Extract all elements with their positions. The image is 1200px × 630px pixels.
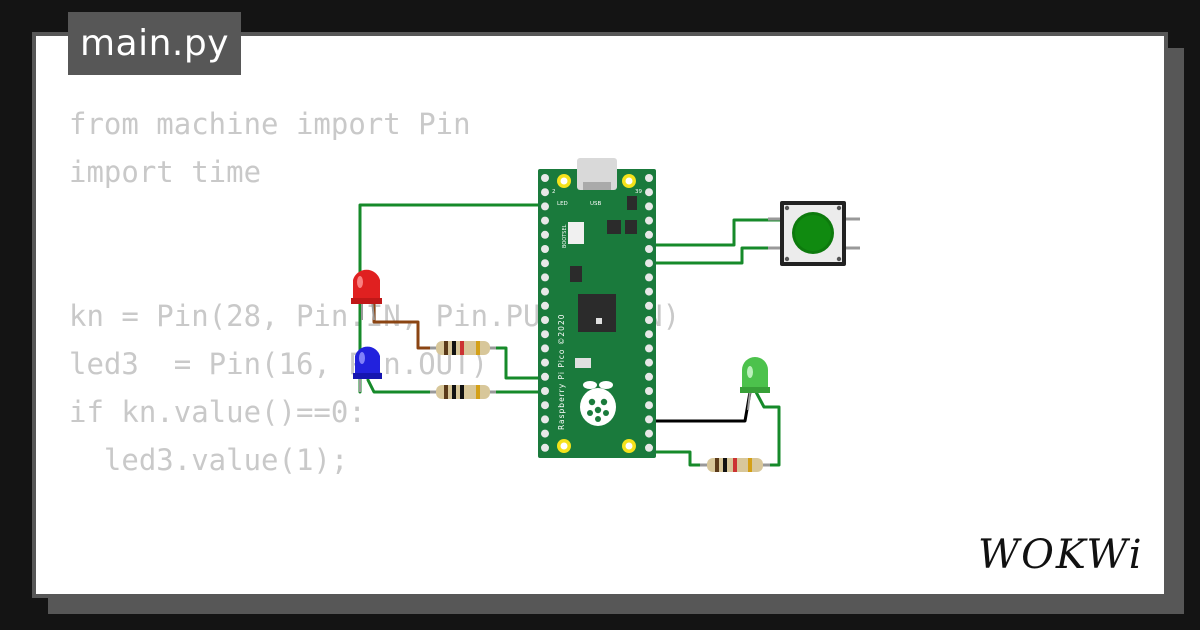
- pico-pin: [645, 245, 653, 253]
- pico-pin: [645, 301, 653, 310]
- pico-board: Raspberry Pi Pico ©2020 BOOTSEL LED USB …: [538, 158, 656, 458]
- pico-pin: [645, 216, 653, 225]
- pico-pin: [541, 401, 549, 410]
- pico-pin: [645, 387, 653, 395]
- pico-pin: [645, 401, 653, 410]
- board-name: Raspberry Pi Pico ©2020: [557, 314, 566, 431]
- pico-pin: [645, 230, 653, 239]
- pico-pin: [645, 273, 653, 282]
- led-label: LED: [557, 201, 568, 207]
- code-line: led3.value(1);: [69, 443, 349, 477]
- pico-pin: [541, 202, 549, 211]
- wokwi-logo-text: WOKWi: [978, 532, 1144, 578]
- resistor-1: [430, 341, 496, 355]
- pico-pin: [645, 372, 653, 381]
- wire-gnd-left: [358, 203, 547, 394]
- pico-pin: [541, 429, 549, 438]
- pico-pin: [541, 174, 549, 182]
- green-led-icon: [740, 357, 770, 411]
- pico-pin: [541, 230, 549, 239]
- pico-pin: [541, 330, 549, 339]
- raspberry-logo-icon: [580, 381, 616, 426]
- wire-gnd-green-led: [645, 390, 752, 423]
- wire-red-led: [372, 298, 440, 350]
- pico-pin: [541, 316, 549, 324]
- pin-label-2: 2: [552, 189, 556, 195]
- resistor-3: [700, 458, 770, 472]
- pin-label-39: 39: [635, 189, 642, 195]
- pico-pin: [541, 188, 549, 197]
- pico-pin: [541, 443, 549, 452]
- pico-pin: [645, 259, 653, 268]
- code-line: if kn.value()==0:: [69, 395, 366, 429]
- code-line: import time: [69, 155, 262, 189]
- pico-pin: [541, 273, 549, 282]
- pico-pin: [645, 358, 653, 367]
- pico-pin: [645, 415, 653, 424]
- pico-pin: [541, 245, 549, 253]
- pico-pin: [541, 287, 549, 296]
- file-tab[interactable]: main.py: [68, 12, 241, 75]
- pico-pin: [645, 429, 653, 438]
- pico-pin: [645, 287, 653, 296]
- pico-pin: [645, 443, 653, 452]
- pico-pins-left: [541, 174, 549, 452]
- green-pushbutton-icon: [768, 201, 860, 266]
- red-led-icon: [351, 269, 382, 321]
- wire-button-a: [645, 218, 782, 247]
- pico-pin: [645, 330, 653, 339]
- pico-pin: [645, 316, 653, 324]
- wokwi-logo: WOKWi: [978, 532, 1144, 578]
- blue-led-icon: [353, 346, 382, 392]
- pico-pin: [541, 372, 549, 381]
- pico-pin: [541, 216, 549, 225]
- bootsel-label: BOOTSEL: [562, 224, 568, 248]
- pico-pin: [541, 415, 549, 424]
- wire-r3-pico: [645, 450, 708, 467]
- pico-pin: [645, 202, 653, 211]
- wire-green-led-r: [754, 390, 781, 467]
- pico-pin: [541, 301, 549, 310]
- pico-pin: [541, 259, 549, 268]
- pico-pin: [645, 188, 653, 197]
- wire-blue-led: [366, 378, 436, 394]
- pico-pin: [541, 358, 549, 367]
- pico-pin: [645, 174, 653, 182]
- pico-pin: [645, 344, 653, 353]
- pico-pin: [541, 387, 549, 395]
- pico-pin: [541, 344, 549, 353]
- code-line: from machine import Pin: [69, 107, 471, 141]
- usb-label: USB: [590, 201, 602, 207]
- wire-button-b: [645, 246, 782, 265]
- pico-pins-right: [645, 174, 653, 452]
- resistor-2: [430, 385, 496, 399]
- wire-r1-pico: [486, 346, 550, 380]
